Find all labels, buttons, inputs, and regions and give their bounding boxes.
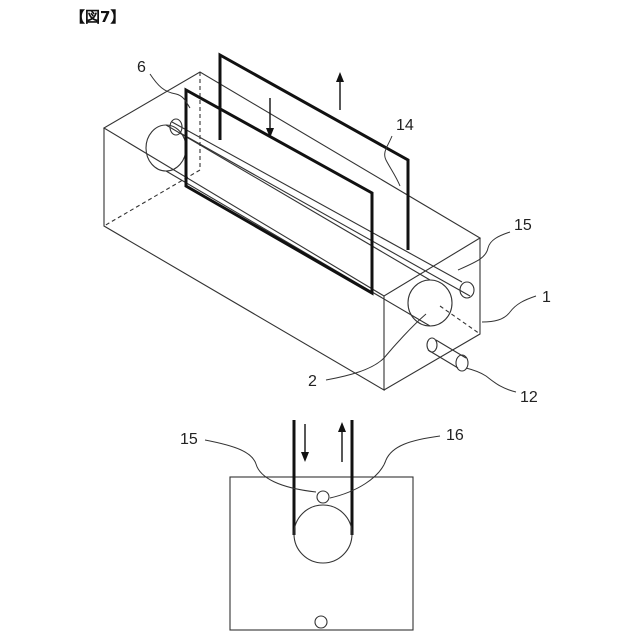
label-1: 1 [542, 289, 551, 306]
section-tank [230, 477, 413, 630]
label-14: 14 [396, 117, 414, 134]
leader-15 [458, 232, 510, 270]
flow-arrows [266, 72, 344, 138]
hidden-edge-right [440, 306, 480, 334]
section-down-arrow-head [301, 452, 309, 462]
pipe-end-right [460, 282, 474, 298]
tank-end-face [384, 238, 480, 390]
section-leader-15 [205, 440, 316, 492]
pipe-bottom-edge [182, 134, 470, 296]
section-roller [294, 505, 352, 563]
up-arrow-head [336, 72, 344, 82]
inlet-bottom-edge [428, 350, 458, 368]
inlet-end-inner [427, 338, 437, 352]
section-label-16: 16 [446, 427, 464, 444]
leader-lines [150, 74, 536, 392]
roller [146, 125, 452, 326]
leader-12 [466, 368, 516, 392]
section-pipe [317, 491, 329, 503]
label-2: 2 [308, 373, 317, 390]
tank-top-face [104, 72, 480, 296]
inlet-end-outer [456, 355, 468, 371]
leader-1 [482, 296, 536, 322]
tank-box [104, 72, 480, 390]
figure-title: 【図7】 [70, 8, 125, 26]
label-15: 15 [514, 217, 532, 234]
section-label-15: 15 [180, 431, 198, 448]
isometric-view: 6 14 15 1 2 12 [104, 55, 551, 406]
tank-front-face [104, 128, 384, 390]
roller-bottom-edge [166, 171, 430, 326]
leader-6 [150, 74, 190, 108]
section-up-arrow-head [338, 422, 346, 432]
inlet-nozzle [427, 338, 468, 371]
leader-2 [326, 314, 426, 380]
leader-14 [385, 136, 400, 186]
section-view: 15 16 [180, 420, 464, 630]
roller-top-edge [166, 125, 430, 280]
label-12: 12 [520, 389, 538, 406]
label-6: 6 [137, 59, 146, 76]
pipe [170, 119, 474, 298]
roller-end-right [408, 280, 452, 326]
section-leader-16 [330, 436, 440, 498]
roller-end-left [146, 125, 186, 171]
section-bottom-port [315, 616, 327, 628]
